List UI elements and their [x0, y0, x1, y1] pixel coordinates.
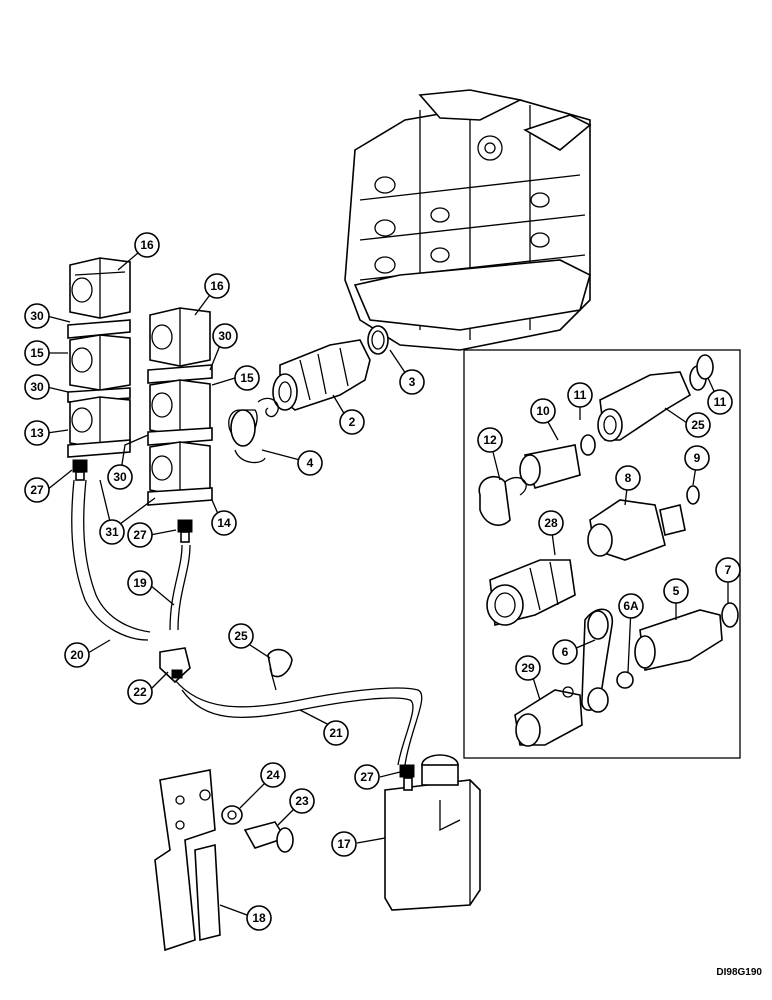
- mounting-bracket: [154, 769, 294, 952]
- svg-text:27: 27: [360, 770, 374, 784]
- svg-text:25: 25: [691, 418, 705, 432]
- svg-text:20: 20: [70, 648, 84, 662]
- svg-text:24: 24: [266, 768, 280, 782]
- svg-text:27: 27: [30, 483, 44, 497]
- svg-text:9: 9: [694, 451, 701, 465]
- callout-11: 11: [707, 389, 733, 415]
- svg-text:7: 7: [725, 563, 732, 577]
- callout-28: 28: [538, 510, 564, 536]
- right-solenoid-stack: [147, 307, 213, 543]
- svg-text:30: 30: [113, 470, 127, 484]
- callout-30: 30: [24, 303, 50, 329]
- callout-4: 4: [297, 450, 323, 476]
- callout-29: 29: [515, 655, 541, 681]
- callout-11: 11: [567, 382, 593, 408]
- callout-5: 5: [663, 578, 689, 604]
- svg-text:12: 12: [483, 433, 497, 447]
- svg-text:15: 15: [240, 371, 254, 385]
- callout-13: 13: [24, 420, 50, 446]
- callout-30: 30: [212, 323, 238, 349]
- svg-text:27: 27: [133, 528, 147, 542]
- svg-text:2: 2: [349, 415, 356, 429]
- callout-22: 22: [127, 679, 153, 705]
- callout-9: 9: [684, 445, 710, 471]
- svg-text:8: 8: [625, 471, 632, 485]
- callout-27: 27: [354, 764, 380, 790]
- svg-text:17: 17: [337, 837, 351, 851]
- left-solenoid-stack: [67, 257, 131, 481]
- callout-6: 6: [552, 639, 578, 665]
- svg-text:10: 10: [536, 404, 550, 418]
- svg-text:11: 11: [714, 395, 727, 409]
- svg-text:25: 25: [234, 629, 248, 643]
- svg-text:4: 4: [307, 456, 314, 470]
- svg-text:22: 22: [133, 685, 147, 699]
- svg-text:11: 11: [574, 388, 587, 402]
- callout-15: 15: [234, 365, 260, 391]
- callout-2: 2: [339, 409, 365, 435]
- svg-text:3: 3: [409, 375, 416, 389]
- callout-30: 30: [24, 374, 50, 400]
- callout-25: 25: [228, 623, 254, 649]
- svg-text:19: 19: [133, 576, 147, 590]
- callout-21: 21: [323, 720, 349, 746]
- svg-text:6: 6: [562, 645, 569, 659]
- callout-31: 31: [99, 519, 125, 545]
- callout-3: 3: [399, 369, 425, 395]
- quick-coupler-assembly: [228, 325, 389, 464]
- svg-text:16: 16: [140, 238, 154, 252]
- callout-27: 27: [24, 477, 50, 503]
- control-valve-block: [344, 89, 592, 351]
- callout-6a: 6A: [618, 593, 644, 619]
- svg-text:14: 14: [217, 516, 231, 530]
- svg-text:30: 30: [30, 380, 44, 394]
- callout-12: 12: [477, 427, 503, 453]
- figure-code: DI98G190: [716, 967, 762, 978]
- callout-16: 16: [204, 273, 230, 299]
- callout-15: 15: [24, 340, 50, 366]
- svg-text:6A: 6A: [623, 599, 639, 613]
- callout-30: 30: [107, 464, 133, 490]
- callout-18: 18: [246, 905, 272, 931]
- svg-text:30: 30: [218, 329, 232, 343]
- hoses: [71, 479, 423, 766]
- svg-text:16: 16: [210, 279, 224, 293]
- svg-text:5: 5: [673, 584, 680, 598]
- svg-text:31: 31: [105, 525, 119, 539]
- svg-text:21: 21: [329, 726, 343, 740]
- callout-24: 24: [260, 762, 286, 788]
- callout-10: 10: [530, 398, 556, 424]
- callout-16: 16: [134, 232, 160, 258]
- callout-25: 25: [685, 412, 711, 438]
- callout-14: 14: [211, 510, 237, 536]
- callout-17: 17: [331, 831, 357, 857]
- callouts: 16 16 30 30 15 15 30 30 13 30 27 31 14 2…: [24, 232, 741, 931]
- reservoir: [384, 754, 481, 911]
- svg-text:30: 30: [30, 309, 44, 323]
- callout-19: 19: [127, 570, 153, 596]
- svg-text:23: 23: [295, 794, 309, 808]
- callout-23: 23: [289, 788, 315, 814]
- callout-8: 8: [615, 465, 641, 491]
- callout-20: 20: [64, 642, 90, 668]
- callout-27: 27: [127, 522, 153, 548]
- callout-7: 7: [715, 557, 741, 583]
- svg-text:28: 28: [544, 516, 558, 530]
- svg-text:15: 15: [30, 346, 44, 360]
- inset-panel: [463, 349, 741, 759]
- svg-text:13: 13: [30, 426, 44, 440]
- svg-text:18: 18: [252, 911, 266, 925]
- svg-text:29: 29: [521, 661, 535, 675]
